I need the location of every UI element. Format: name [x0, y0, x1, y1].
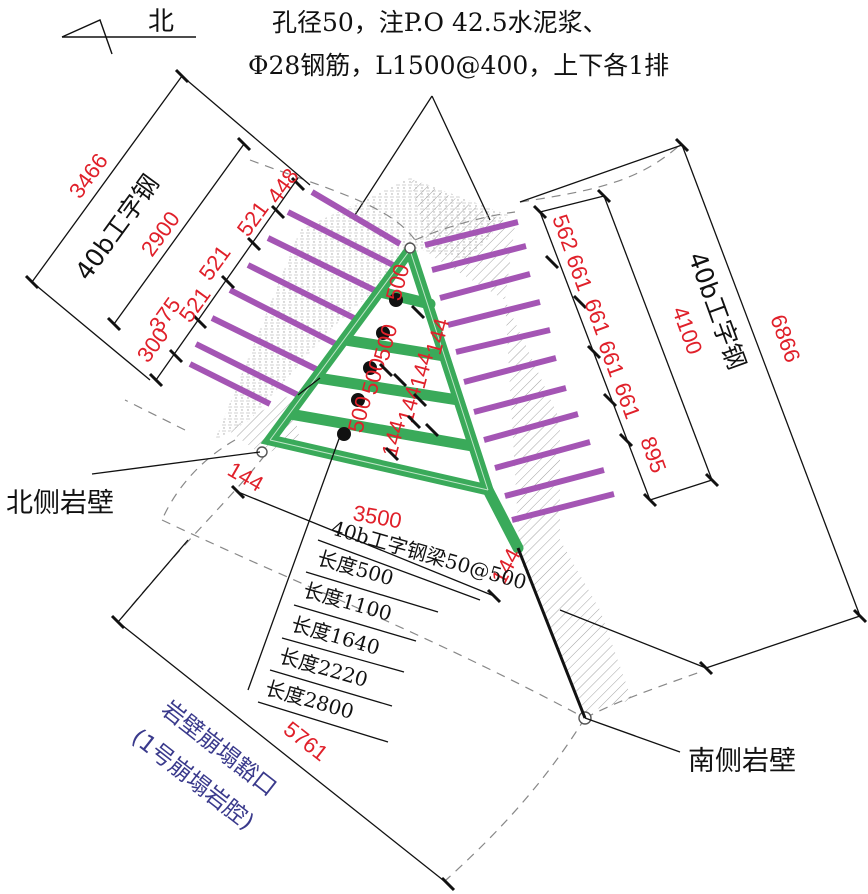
- bolt: [266, 235, 380, 295]
- bolt: [188, 361, 272, 407]
- bolt: [455, 327, 551, 355]
- beam-dim-8: 144: [421, 315, 455, 357]
- apex-node: [404, 242, 416, 254]
- dim-chain-right: [539, 211, 651, 501]
- anchor-node: [351, 393, 365, 407]
- steel-beam-truss: [260, 244, 524, 554]
- bolt: [210, 315, 324, 375]
- truss-tail: [482, 484, 524, 554]
- bolt: [286, 209, 397, 269]
- truss-bar-3: [312, 372, 464, 406]
- seg-661-b: 661: [579, 295, 615, 338]
- bolt: [228, 287, 342, 349]
- seg-661-a: 661: [561, 251, 597, 294]
- north-wall-label: 北侧岩壁: [6, 488, 114, 519]
- dim-line-2900: [113, 143, 245, 325]
- bolt-group-left: [188, 189, 402, 407]
- truss-bar-1: [374, 286, 436, 310]
- south-wall-line: [516, 547, 587, 719]
- bolt: [463, 355, 557, 385]
- bolt: [310, 189, 402, 247]
- bolt: [246, 262, 360, 323]
- bolt: [473, 385, 567, 415]
- dim-6866: 6866: [765, 311, 805, 366]
- seg-521-b: 521: [194, 241, 236, 285]
- anchor-node: [337, 427, 351, 441]
- dim-5761: 5761: [279, 716, 333, 766]
- beam-dim-7: 144: [377, 417, 411, 459]
- dim-line-6866: [681, 144, 861, 617]
- legend-leader: [247, 435, 341, 691]
- bolt: [424, 219, 519, 248]
- note-leader-left: [354, 95, 433, 216]
- dim-line-5761: [117, 621, 449, 885]
- note-line-1: 孔径50，注P.O 42.5水泥浆、: [272, 8, 608, 37]
- bolt: [194, 341, 302, 399]
- anchor-node: [363, 361, 377, 375]
- dim-144-left: 144: [224, 457, 268, 497]
- seg-448: 448: [262, 164, 304, 208]
- dim-4100: 4100: [667, 303, 707, 358]
- bolt: [511, 491, 615, 523]
- seg-661-d: 661: [609, 379, 645, 422]
- truss-bar-4: [284, 408, 478, 452]
- south-wall-label: 南侧岩壁: [688, 746, 796, 777]
- dim-line-3466: [31, 75, 183, 283]
- seg-895: 895: [635, 433, 671, 476]
- bolt: [494, 439, 591, 471]
- note-leader-right: [431, 95, 491, 221]
- anchor-node: [389, 293, 403, 307]
- seg-562: 562: [547, 211, 583, 254]
- dim-line-4100: [603, 195, 713, 481]
- bolt: [504, 467, 605, 499]
- note-line-2: Φ28钢筋，L1500@400，上下各1排: [248, 51, 669, 80]
- bolt: [483, 411, 579, 443]
- dim-line-3500: [237, 491, 495, 597]
- anchor-node: [376, 326, 390, 340]
- bolt-group-right: [424, 219, 615, 523]
- construction-note: 孔径50，注P.O 42.5水泥浆、 Φ28钢筋，L1500@400，上下各1排: [248, 8, 669, 221]
- seg-661-c: 661: [593, 337, 629, 380]
- north-arrow: 北: [61, 7, 196, 55]
- truss-bar-2: [339, 334, 450, 362]
- north-label: 北: [148, 7, 174, 37]
- bolt: [447, 299, 541, 328]
- beam-dim-2: 500: [369, 321, 403, 363]
- bolt: [431, 243, 527, 273]
- dim-3466: 3466: [64, 149, 113, 203]
- seg-521-a: 521: [232, 197, 274, 241]
- anchor-nodes: [256, 242, 592, 725]
- bolt: [439, 271, 531, 301]
